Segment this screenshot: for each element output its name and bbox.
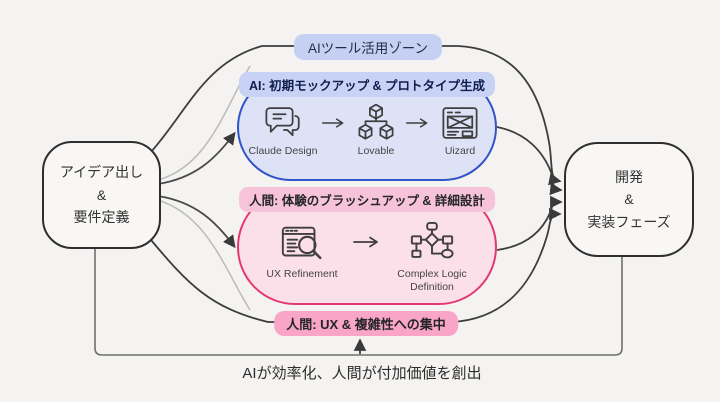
- arrow-into-ai-group: [157, 131, 236, 185]
- footer-caption: AIが効率化、人間が付加価値を創出: [242, 365, 482, 382]
- node-right-line3: 実装フェーズ: [587, 213, 671, 230]
- node-left-line1: アイデア出し: [59, 164, 144, 181]
- human-group-items: UX Refinement Complex Log: [239, 221, 495, 294]
- node-right-line2: &: [624, 191, 634, 208]
- bottom-zone-curve: [150, 207, 562, 323]
- flowchart-icon: [410, 221, 454, 259]
- node-left-line3: 要件定義: [73, 209, 130, 226]
- node-idea-requirements: アイデア出し & 要件定義: [42, 141, 161, 249]
- arrow-right-icon: [405, 118, 428, 128]
- zone-label-ai-tools: AIツール活用ゾーン: [293, 34, 443, 60]
- ai-group-header: AI: 初期モックアップ & プロトタイプ生成: [238, 72, 496, 97]
- task-label: Complex Logic Definition: [397, 268, 467, 294]
- tool-label: Claude Design: [248, 145, 318, 157]
- arrow-right-icon: [353, 236, 378, 248]
- strand-light-bottom: [157, 199, 251, 311]
- task-complex-logic: Complex Logic Definition: [382, 221, 482, 294]
- node-right-line1: 開発: [615, 168, 643, 185]
- task-ux-refinement: UX Refinement: [252, 221, 352, 281]
- tool-uizard: Uizard: [431, 102, 489, 158]
- feedback-loop-line: [94, 245, 623, 356]
- cubes-icon: [358, 103, 394, 140]
- zone-label-human-focus: 人間: UX & 複雑性への集中: [274, 311, 458, 336]
- node-left-line2: &: [96, 186, 107, 203]
- human-refinement-group: 人間: 体験のブラッシュアップ & 詳細設計 UX Refinement: [237, 187, 497, 305]
- node-dev-implementation: 開発 & 実装フェーズ: [564, 142, 694, 257]
- tool-label: Lovable: [357, 145, 395, 157]
- arrow-into-human-group: [157, 195, 236, 249]
- chat-bubbles-icon: [265, 107, 300, 137]
- wireframe-icon: [442, 107, 478, 139]
- human-group-header: 人間: 体験のブラッシュアップ & 詳細設計: [239, 187, 495, 212]
- ai-group-items: Claude Design Lovable: [239, 102, 495, 158]
- browser-magnifier-icon: [281, 226, 322, 260]
- arrow-ai-to-dev: [496, 126, 563, 196]
- ai-mockup-group: AI: 初期モックアップ & プロトタイプ生成 Claude Design: [237, 72, 497, 181]
- arrow-right-icon: [321, 118, 344, 128]
- tool-claude-design: Claude Design: [245, 102, 321, 158]
- arrow-human-to-dev: [496, 195, 563, 251]
- task-label: UX Refinement: [266, 268, 338, 280]
- top-zone-curve: [150, 45, 562, 186]
- tool-lovable: Lovable: [347, 102, 405, 158]
- tool-label: Uizard: [444, 145, 476, 157]
